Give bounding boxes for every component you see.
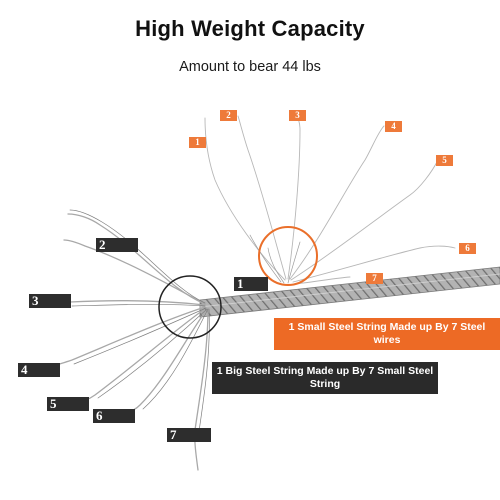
small-wire-label-4: 4: [385, 121, 402, 132]
small-wires: [204, 115, 456, 285]
big-strands-shade: [69, 209, 210, 439]
small-string-highlight-circle: [258, 226, 318, 286]
big-string-callout: 1 Big Steel String Made up By 7 Small St…: [212, 362, 438, 394]
small-string-callout: 1 Small Steel String Made up By 7 Steel …: [274, 318, 500, 350]
small-wire-label-7: 7: [366, 273, 383, 284]
big-strand-label-6: 6: [93, 409, 135, 423]
big-strand-label-3: 3: [29, 294, 71, 308]
big-strand-label-7: 7: [167, 428, 211, 442]
page-title: High Weight Capacity: [135, 16, 365, 41]
small-wire-label-5: 5: [436, 155, 453, 166]
small-wire-label-3: 3: [289, 110, 306, 121]
steel-cable: [199, 266, 500, 318]
page-subtitle: Amount to bear 44 lbs: [179, 59, 321, 75]
big-strand-label-1: 1: [234, 277, 268, 291]
big-strand-label-5: 5: [47, 397, 89, 411]
small-wire-label-6: 6: [459, 243, 476, 254]
big-strand-label-4: 4: [18, 363, 60, 377]
wire-detail: [249, 234, 301, 284]
big-strand-label-2: 2: [96, 238, 138, 252]
big-strands: [55, 213, 209, 471]
big-string-highlight-circle: [158, 275, 222, 339]
small-wire-label-2: 2: [220, 110, 237, 121]
small-wire-label-1: 1: [189, 137, 206, 148]
